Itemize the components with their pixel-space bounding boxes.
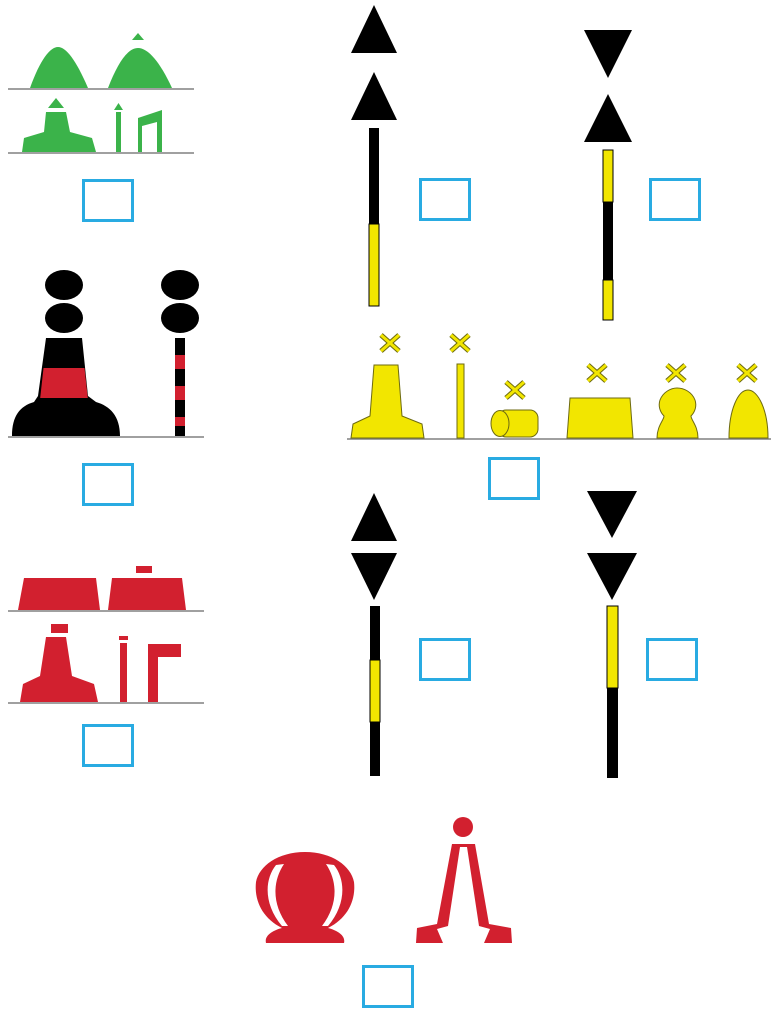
pillar-yellow-section [603, 280, 613, 320]
x-cross-topmark [451, 335, 469, 351]
answer-box-isolated-danger[interactable] [82, 463, 134, 506]
spar-red-band [175, 417, 185, 426]
special-mark-group [347, 335, 771, 439]
red-sphere-topmark [453, 817, 473, 837]
yellow-spar-buoy [457, 364, 464, 438]
answer-box-starboard-lateral[interactable] [82, 179, 134, 222]
sphere-topmark [45, 303, 83, 333]
north-cardinal-mark-group [351, 5, 397, 306]
cone-topmark-upper [587, 491, 637, 538]
red-white-spherical-buoy [256, 852, 355, 943]
pillar-black-section [603, 202, 613, 280]
sphere-topmark [161, 270, 199, 300]
cone-topmark-lower [587, 553, 637, 600]
yellow-can-buoy [567, 398, 633, 438]
sphere-topmark [45, 270, 83, 300]
port-lateral-mark-group [8, 566, 204, 703]
green-conical-buoy [30, 47, 88, 88]
spar-red-band [175, 355, 185, 369]
answer-box-east-cardinal[interactable] [419, 638, 471, 681]
pillar-red-band [40, 368, 88, 398]
red-white-pillar-buoy [416, 844, 512, 943]
pillar-yellow-section [370, 660, 380, 722]
cone-topmark-upper [584, 30, 632, 78]
starboard-lateral-mark-group [8, 33, 194, 153]
pillar-black-section [369, 128, 379, 224]
pillar-black-section [607, 688, 618, 778]
x-cross-topmark [667, 365, 685, 381]
red-beacon [148, 644, 181, 702]
x-cross-topmark [381, 335, 399, 351]
answer-box-port-lateral[interactable] [82, 724, 134, 767]
cone-topmark-lower [584, 94, 632, 142]
isolated-danger-mark-group [8, 270, 204, 437]
spar-red-band [175, 386, 185, 400]
sphere-topmark [161, 303, 199, 333]
pillar-yellow-section [607, 606, 618, 688]
red-can-topmark [51, 624, 68, 633]
red-can-topmark [119, 636, 128, 640]
yellow-spherical-buoy [657, 388, 698, 438]
green-cone-topmark [48, 98, 64, 108]
green-cone-topmark [114, 103, 123, 110]
east-cardinal-mark-group [351, 493, 397, 776]
red-can-buoy [108, 578, 186, 610]
west-cardinal-mark-group [584, 30, 632, 320]
south-cardinal-mark-group [587, 491, 637, 778]
x-cross-topmark [588, 365, 606, 381]
yellow-pillar-buoy [351, 365, 424, 438]
red-can-buoy [18, 578, 100, 610]
red-spar-buoy [120, 643, 127, 702]
pillar-black-section [370, 722, 380, 776]
yellow-conical-buoy [729, 390, 768, 438]
x-cross-topmark [738, 365, 756, 381]
red-can-topmark [136, 566, 152, 573]
pillar-yellow-section [603, 150, 613, 202]
safe-water-mark-group [256, 817, 512, 943]
cone-topmark-lower [351, 553, 397, 600]
answer-box-safe-water[interactable] [362, 965, 414, 1008]
cone-topmark-upper [351, 493, 397, 541]
answer-box-special-mark[interactable] [488, 457, 540, 500]
cone-topmark-upper [351, 5, 397, 53]
answer-box-north-cardinal[interactable] [419, 178, 471, 221]
answer-box-south-cardinal[interactable] [646, 638, 698, 681]
green-pillar-buoy [22, 112, 96, 152]
green-cone-topmark [132, 33, 144, 40]
green-conical-buoy [108, 48, 172, 88]
x-cross-topmark [506, 382, 524, 398]
answer-box-west-cardinal[interactable] [649, 178, 701, 221]
red-pillar-buoy [20, 637, 98, 702]
pillar-yellow-section [369, 224, 379, 306]
pillar-black-section [370, 606, 380, 660]
yellow-barrel-buoy [491, 410, 538, 437]
cone-topmark-lower [351, 72, 397, 120]
green-spar-buoy [116, 112, 121, 152]
